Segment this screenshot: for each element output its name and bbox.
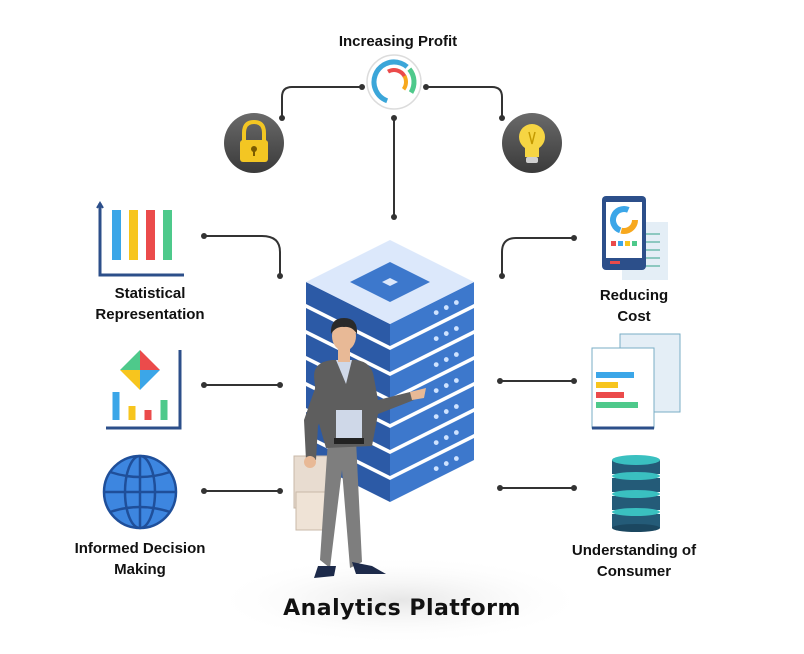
label-understanding-line2: Consumer (596, 563, 672, 580)
diamond-chart-icon (106, 350, 182, 430)
diagram-title: Analytics Platform (283, 596, 521, 621)
label-understanding-line1: Understanding of (571, 542, 697, 559)
server-led (453, 352, 459, 357)
label-statistical-line2: Representation (95, 306, 205, 323)
label-increasing-profit: Increasing Profit (338, 33, 458, 50)
server-led (453, 300, 459, 305)
padlock-icon (224, 113, 284, 173)
server-top-center (382, 278, 398, 286)
server-led (453, 456, 459, 461)
server-led (433, 310, 439, 315)
server-slab-right (390, 334, 474, 398)
server-led (433, 440, 439, 445)
server-led (453, 378, 459, 383)
server-slab-right (390, 438, 474, 502)
server-led (453, 430, 459, 435)
server-slab-right (390, 308, 474, 372)
label-informed-decision: Informed Decision Making (30, 538, 250, 580)
profit-gauge-icon (366, 54, 422, 110)
server-led (443, 435, 449, 440)
globe-icon (102, 454, 178, 530)
server-led (443, 461, 449, 466)
document-bars-icon (591, 333, 681, 430)
server-led (433, 414, 439, 419)
server-led (433, 362, 439, 367)
server-led (453, 404, 459, 409)
server-led (443, 331, 449, 336)
server-led (443, 357, 449, 362)
database-icon (612, 455, 660, 532)
server-led (453, 326, 459, 331)
server-slab-left (306, 282, 390, 346)
label-reducing-line2: Cost (617, 308, 651, 325)
server-slab-right (390, 412, 474, 476)
server-led (433, 336, 439, 341)
label-reducing-line1: Reducing (599, 287, 669, 304)
label-understanding: Understanding of Consumer (534, 540, 734, 582)
label-statistical: Statistical Representation (40, 283, 260, 325)
server-led (433, 388, 439, 393)
server-led (433, 466, 439, 471)
server-led (443, 409, 449, 414)
server-led (443, 383, 449, 388)
label-statistical-line1: Statistical (114, 285, 186, 302)
lightbulb-icon (502, 113, 562, 173)
label-reducing-cost: Reducing Cost (534, 285, 734, 327)
label-informed-line1: Informed Decision (74, 540, 206, 557)
label-informed-line2: Making (114, 561, 166, 578)
connector-dots (201, 84, 577, 494)
server-slab-right (390, 360, 474, 424)
server-slab-right (390, 386, 474, 450)
bar-chart-icon (96, 200, 186, 278)
businessman-figure (293, 318, 426, 578)
server-slab-right (390, 282, 474, 346)
floor-shadow (210, 555, 590, 645)
connector-lines (204, 86, 574, 492)
server-led (443, 305, 449, 310)
phone-report-icon (602, 196, 668, 280)
